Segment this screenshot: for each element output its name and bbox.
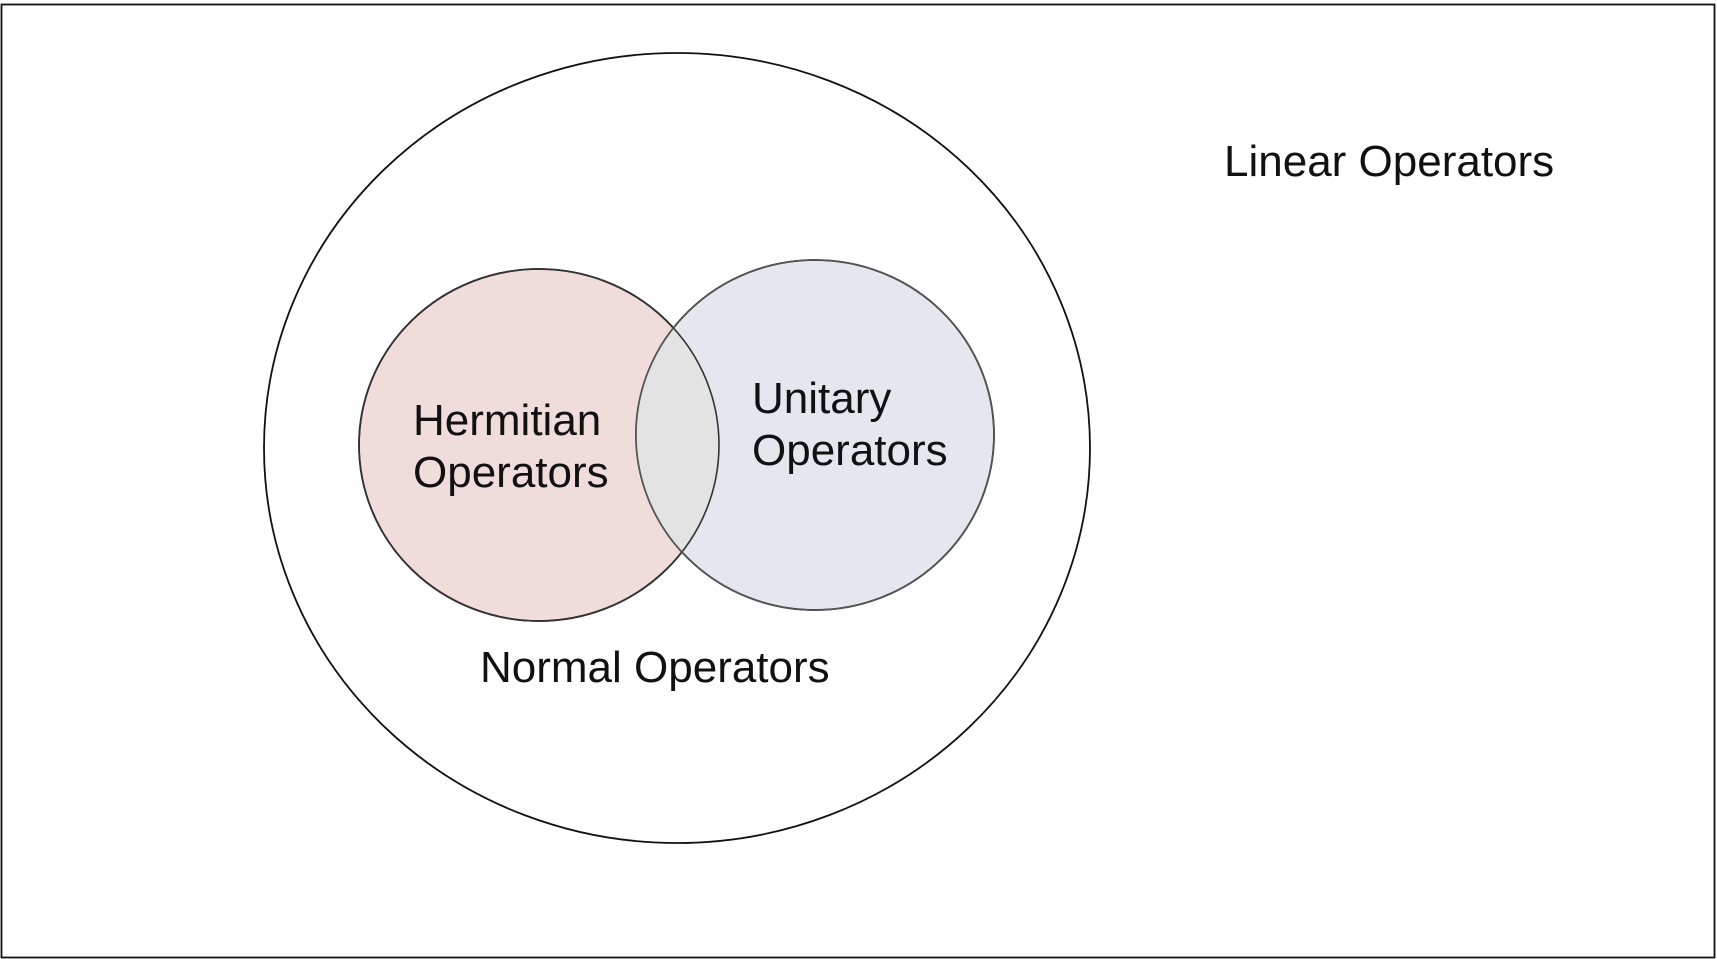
unitary-label-line1: Unitary xyxy=(752,374,891,423)
normal-operators-label: Normal Operators xyxy=(480,643,830,692)
hermitian-label-line1: Hermitian xyxy=(413,396,601,445)
hermitian-outline xyxy=(358,268,720,622)
hermitian-label-line2: Operators xyxy=(413,448,609,497)
normal-operators-circle xyxy=(263,52,1091,844)
unitary-outline xyxy=(635,259,995,611)
unitary-label-line2: Operators xyxy=(752,426,948,475)
linear-operators-label: Linear Operators xyxy=(1224,137,1554,186)
